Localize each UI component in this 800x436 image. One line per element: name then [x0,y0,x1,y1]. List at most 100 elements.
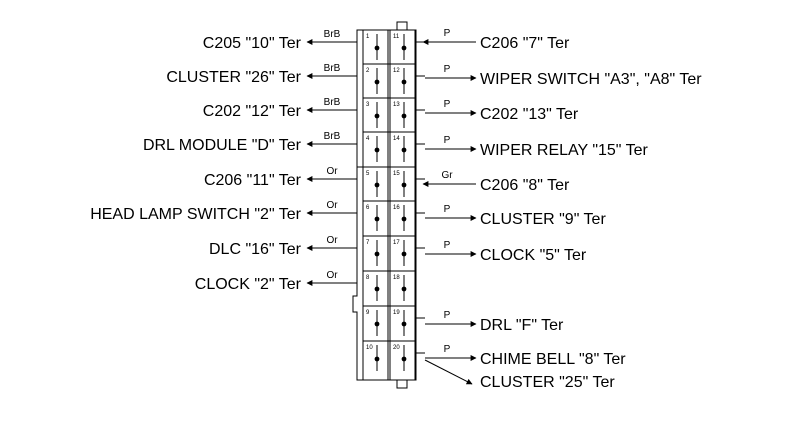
circuit-label: C202 "12" Ter [203,103,302,120]
pin-dot [374,356,380,362]
pin-number: 5 [366,171,370,177]
pin-number: 1 [366,34,370,40]
right-circuit: CLUSTER "25" Ter [424,359,615,391]
circuit-label: CLOCK "2" Ter [195,276,302,293]
pin-number: 2 [366,68,370,74]
wire-color: Or [326,166,338,177]
right-circuit: P CLOCK "5" Ter [425,240,587,264]
circuit-label: HEAD LAMP SWITCH "2" Ter [90,206,301,223]
right-circuit: P WIPER SWITCH "A3", "A8" Ter [425,64,702,88]
circuit-label: CLUSTER "25" Ter [480,374,615,391]
circuit-label: WIPER RELAY "15" Ter [480,142,649,159]
pin-dot [374,251,380,257]
pin-number: 16 [393,205,400,211]
connector-left-column [362,29,389,381]
pin-number: 8 [366,275,370,281]
pin-dot [401,321,407,327]
pin-dot [401,45,407,51]
pin-dot [401,113,407,119]
circuit-label: DRL MODULE "D" Ter [143,137,302,154]
pin-number: 7 [366,240,370,246]
wire-color: Or [326,270,338,281]
circuit-label: C206 "8" Ter [480,177,570,194]
wire-color: P [444,240,451,251]
wire-color: P [444,310,451,321]
pin-dot [401,216,407,222]
circuit-label: DLC "16" Ter [209,241,302,258]
pin-number: 18 [393,275,400,281]
pin-number: 11 [393,34,400,40]
wire-color: BrB [324,29,341,40]
pin-dot [401,286,407,292]
circuit-label: DRL "F" Ter [480,317,564,334]
wire-color: P [444,344,451,355]
circuit-label: C206 "11" Ter [204,172,302,189]
pin-dot [374,286,380,292]
pin-number: 17 [393,240,400,246]
pin-dot [401,356,407,362]
pin-dot [401,251,407,257]
left-circuit: BrB C205 "10" Ter [203,29,357,52]
circuit-arrow [424,359,473,385]
circuit-label: WIPER SWITCH "A3", "A8" Ter [480,71,702,88]
pin-number: 4 [366,136,370,142]
wire-color: Or [326,235,338,246]
left-circuit: BrB C202 "12" Ter [203,97,357,120]
wire-color: P [444,204,451,215]
pin-number: 3 [366,102,370,108]
pin-dot [374,45,380,51]
pin-number: 6 [366,205,370,211]
pin-number: 13 [393,102,400,108]
wire-color: BrB [324,97,341,108]
wire-color: BrB [324,131,341,142]
pin-dot [374,79,380,85]
right-circuit: P C202 "13" Ter [425,99,579,123]
wire-color: BrB [324,63,341,74]
pin-dot [374,216,380,222]
right-circuit: P DRL "F" Ter [425,310,564,334]
pin-dot [401,79,407,85]
circuit-label: CHIME BELL "8" Ter [480,351,626,368]
pin-number: 15 [393,171,400,177]
pin-number: 12 [393,68,400,74]
wire-color: P [444,28,451,39]
circuit-label: CLUSTER "26" Ter [166,69,301,86]
pin-number: 20 [393,345,400,351]
connector-outline [352,21,417,389]
wire-color: P [444,99,451,110]
pin-dot [374,182,380,188]
circuit-label: C202 "13" Ter [480,106,579,123]
right-circuit: P CHIME BELL "8" Ter [425,344,626,368]
pin-dot [401,147,407,153]
circuit-label: CLOCK "5" Ter [480,247,587,264]
wire-color: Or [326,200,338,211]
wire-color: Gr [441,170,453,181]
wire-color: P [444,135,451,146]
circuit-label: C205 "10" Ter [203,35,302,52]
left-circuit: BrB DRL MODULE "D" Ter [143,131,357,154]
pin-dot [401,182,407,188]
pin-dot [374,147,380,153]
right-circuit: P CLUSTER "9" Ter [425,204,606,228]
right-circuit: P C206 "7" Ter [422,28,570,52]
pin-number: 9 [366,310,370,316]
wire-color: P [444,64,451,75]
circuit-label: CLUSTER "9" Ter [480,211,606,228]
pin-number: 14 [393,136,400,142]
pin-dot [374,113,380,119]
pin-dot [374,321,380,327]
circuit-label: C206 "7" Ter [480,35,570,52]
left-circuit: BrB CLUSTER "26" Ter [166,63,357,86]
pin-number: 10 [366,345,373,351]
connector-right-column [389,29,416,381]
right-circuit: P WIPER RELAY "15" Ter [425,135,649,159]
